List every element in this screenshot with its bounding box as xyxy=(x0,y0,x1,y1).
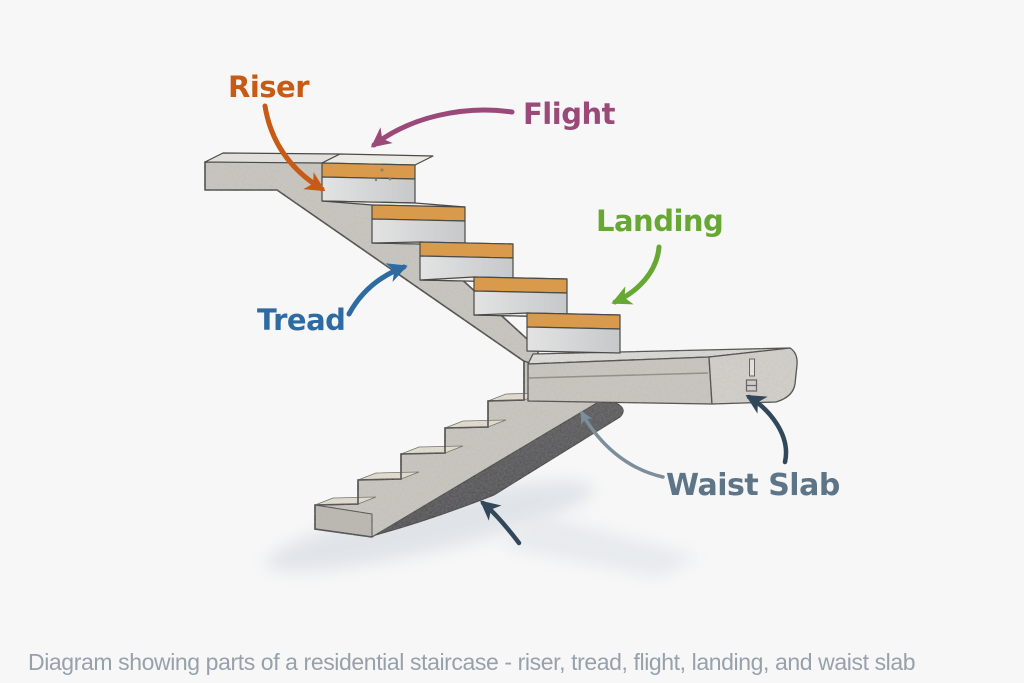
diagram-caption: Diagram showing parts of a residential s… xyxy=(28,649,916,675)
ground-shadow xyxy=(266,480,700,578)
tread-label: Tread xyxy=(257,303,346,337)
flight-arrow xyxy=(370,107,515,148)
landing-label: Landing xyxy=(596,204,724,238)
landing-edge-mark xyxy=(745,379,758,392)
waist-slab-right-arrow xyxy=(745,394,789,465)
step-riser-face xyxy=(371,218,466,246)
flight-label: Flight xyxy=(523,97,615,131)
waist-slab-lower-arrow xyxy=(479,500,522,546)
upper-flight-steps xyxy=(204,152,621,354)
step-riser-face xyxy=(526,326,621,354)
waist-slab-leader-line xyxy=(580,410,665,479)
concrete-specks xyxy=(374,168,392,182)
landing-edge-slot-mark xyxy=(749,358,755,377)
step-nosing xyxy=(473,276,568,294)
floor-slab-top xyxy=(204,152,341,164)
annotation-arrows xyxy=(262,103,789,546)
landing-arrow xyxy=(611,244,662,305)
riser-arrow xyxy=(262,103,326,192)
riser-label: Riser xyxy=(228,70,310,104)
step-nosing xyxy=(419,241,514,259)
landing-slab xyxy=(527,347,798,405)
step-nosing xyxy=(371,204,466,222)
waist-slab-label: Waist Slab xyxy=(666,468,840,503)
step-nosing xyxy=(321,162,416,180)
lower-flight xyxy=(314,360,613,538)
step-nosing xyxy=(526,312,621,330)
tread-arrow xyxy=(346,263,408,317)
step-riser-face xyxy=(321,176,416,204)
